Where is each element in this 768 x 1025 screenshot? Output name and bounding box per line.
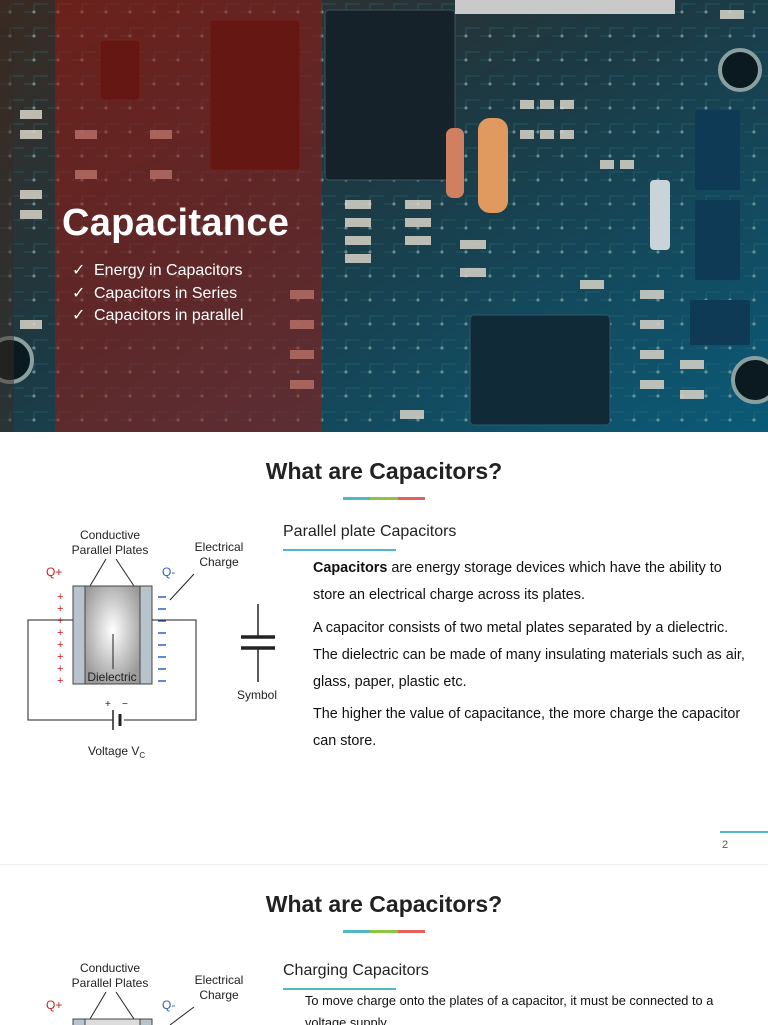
- battery-plus: +: [105, 699, 111, 710]
- topic-item: ✓Capacitors in Series: [72, 283, 243, 306]
- svg-text:+: +: [57, 651, 63, 663]
- slide-title: What are Capacitors?: [265, 891, 503, 917]
- svg-text:Voltage VC: Voltage VC: [88, 744, 145, 760]
- parallel-plate-diagram: Conductive Parallel Plates Electrical Ch…: [27, 528, 277, 760]
- battery-minus: −: [122, 699, 128, 710]
- title-accent-bar: [343, 497, 425, 500]
- parallel-plate-diagram: Conductive Parallel Plates Electrical Ch…: [46, 961, 244, 1025]
- topic-item: ✓Capacitors in parallel: [72, 305, 243, 328]
- slide-title: What are Capacitors?: [265, 458, 503, 484]
- topic-item: ✓Energy in Capacitors: [72, 260, 243, 283]
- charge-label-line2: Charge: [199, 988, 239, 1002]
- paragraph-capacitor-structure: A capacitor consists of two metal plates…: [313, 620, 745, 690]
- plates-label-line2: Parallel Plates: [72, 976, 149, 990]
- svg-text:+: +: [57, 675, 63, 687]
- slide-number: 2: [722, 839, 729, 851]
- plates-label-line2: Parallel Plates: [72, 543, 149, 557]
- topic-list: ✓Energy in Capacitors ✓Capacitors in Ser…: [72, 260, 243, 328]
- subtitle-underline: [283, 988, 396, 990]
- symbol-label: Symbol: [237, 688, 277, 702]
- charge-label-line1: Electrical: [195, 540, 244, 554]
- footer-accent-line: [720, 831, 768, 833]
- title-accent-bar: [343, 930, 425, 933]
- dielectric-label: Dielectric: [87, 670, 136, 684]
- svg-text:+: +: [57, 663, 63, 675]
- plates-label-line1: Conductive: [80, 528, 140, 542]
- voltage-subscript: C: [139, 751, 145, 760]
- deck-title: Capacitance: [62, 202, 290, 244]
- charging-slide: What are Capacitors? Conductive Parallel…: [0, 864, 768, 1025]
- charge-label-line1: Electrical: [195, 973, 244, 987]
- check-icon: ✓: [72, 262, 86, 279]
- q-plus-label: Q+: [46, 998, 62, 1012]
- voltage-label: Voltage V: [88, 744, 139, 758]
- section-subtitle: Parallel plate Capacitors: [283, 523, 457, 540]
- q-plus-label: Q+: [46, 565, 62, 579]
- paragraph-capacitors-definition: Capacitors are energy storage devices wh…: [313, 560, 722, 603]
- title-overlay: [55, 0, 322, 432]
- title-slide: Capacitance ✓Energy in Capacitors ✓Capac…: [0, 0, 768, 432]
- svg-text:+: +: [57, 639, 63, 651]
- check-icon: ✓: [72, 307, 86, 324]
- paragraph-capacitance: The higher the value of capacitance, the…: [313, 706, 741, 749]
- svg-text:+: +: [57, 591, 63, 603]
- section-subtitle: Charging Capacitors: [283, 962, 429, 979]
- check-icon: ✓: [72, 284, 86, 302]
- plates-label-line1: Conductive: [80, 961, 140, 975]
- q-minus-label: Q-: [162, 998, 175, 1012]
- svg-text:+: +: [57, 627, 63, 639]
- svg-text:+: +: [57, 603, 63, 615]
- capacitors-slide: What are Capacitors? Conductive Parallel…: [0, 432, 768, 864]
- paragraph-charging: To move charge onto the plates of a capa…: [305, 993, 714, 1025]
- charge-label-line2: Charge: [199, 555, 239, 569]
- q-minus-label: Q-: [162, 565, 175, 579]
- svg-text:+: +: [57, 615, 63, 627]
- subtitle-underline: [283, 549, 396, 551]
